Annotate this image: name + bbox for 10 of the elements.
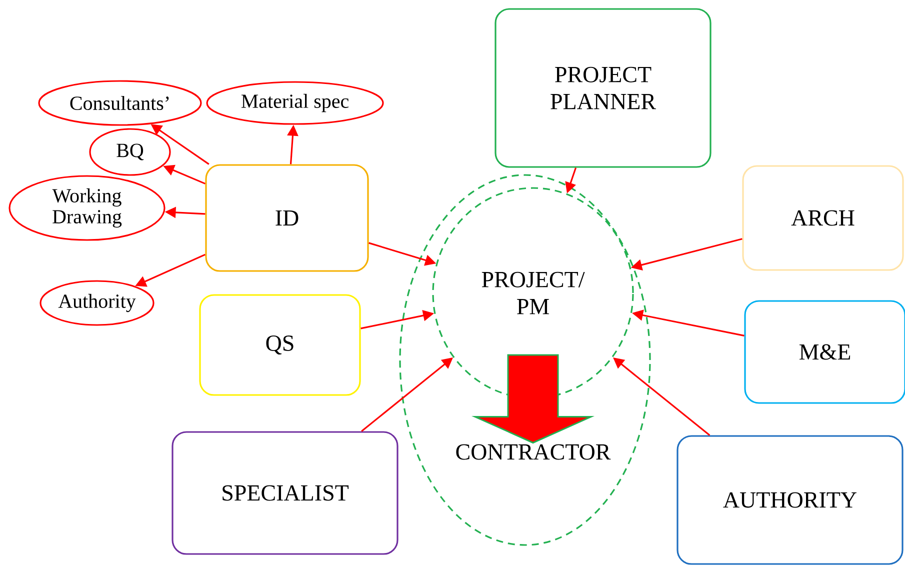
dashed-ellipse [399, 174, 651, 546]
node-label: CONTRACTOR [456, 444, 611, 460]
role-box: ARCH [742, 165, 904, 271]
role-box: QS [199, 294, 361, 396]
role-box: SPECIALIST [172, 431, 398, 555]
role-box: AUTHORITY [676, 435, 904, 565]
block-arrow [472, 354, 595, 444]
role-box: PROJECT PLANNER [494, 8, 712, 168]
role-box: ID [205, 164, 369, 272]
role-box: M&E [744, 300, 905, 404]
